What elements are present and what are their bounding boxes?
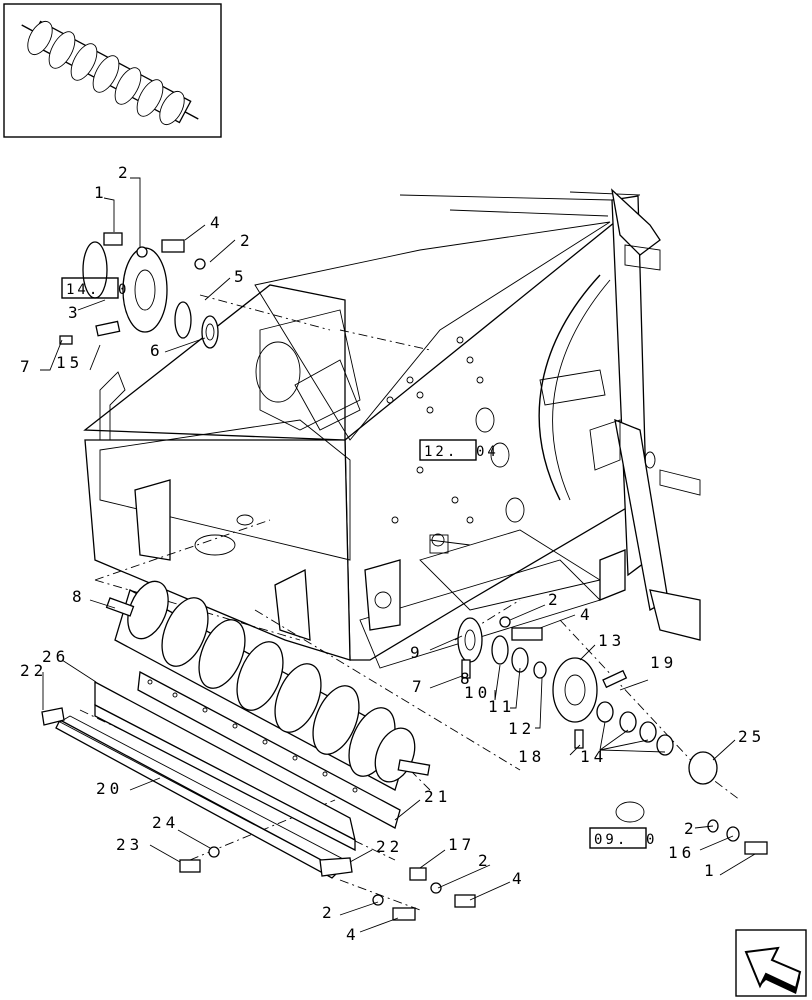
svg-text:0: 0 [646,832,657,848]
svg-text:0: 0 [118,282,129,298]
clip-plate-left [41,707,65,726]
callout-22: 22 [20,661,47,680]
cross-ref-09[interactable]: 09. 0 [589,827,657,849]
callout-2: 2 [548,590,562,609]
callout-1: 1 [704,861,718,880]
cross-ref-12[interactable]: 12. 04 [419,439,499,461]
svg-text:04: 04 [476,444,499,460]
bottom-bolts [179,846,476,921]
callout-15: 15 [56,353,83,372]
callout-8: 8 [72,587,86,606]
callout-22: 22 [376,837,403,856]
next-page-arrow-icon[interactable] [735,929,807,997]
callout-5: 5 [234,267,248,286]
callout-24: 24 [152,813,179,832]
callout-4: 4 [210,213,224,232]
baler-frame [83,188,701,669]
callout-10: 10 [464,683,491,702]
callout-21: 21 [424,787,451,806]
clip-plate-right [319,857,353,877]
callout-20: 20 [96,779,123,798]
callout-2: 2 [240,231,254,250]
top-left-bearing-assembly [59,232,219,349]
callout-19: 19 [650,653,677,672]
callout-4: 4 [580,605,594,624]
auger-part [105,580,431,791]
callout-13: 13 [598,631,625,650]
callout-7: 7 [20,357,34,376]
callout-3: 3 [68,303,82,322]
callout-labels: 1 2 4 2 5 3 6 7 15 8 26 22 9 2 4 13 7 8 … [20,163,765,944]
auger-inset-icon [3,3,222,138]
cross-ref-14[interactable]: 14. 0 [61,277,129,299]
svg-text:12.: 12. [424,444,458,460]
callout-25: 25 [738,727,765,746]
svg-text:14.: 14. [66,282,100,298]
callout-11: 11 [488,697,515,716]
callout-2: 2 [118,163,132,182]
callout-26: 26 [42,647,69,666]
callout-4: 4 [346,925,360,944]
svg-text:09.: 09. [594,832,628,848]
callout-2: 2 [684,819,698,838]
callout-8: 8 [460,669,474,688]
callout-2: 2 [322,903,336,922]
callout-14: 14 [580,747,607,766]
strip-plate [137,670,401,829]
callout-2: 2 [478,851,492,870]
callout-6: 6 [150,341,164,360]
callout-17: 17 [448,835,475,854]
callout-9: 9 [410,643,424,662]
drive-sprocket-assembly [457,616,674,756]
callout-23: 23 [116,835,143,854]
callout-18: 18 [518,747,545,766]
bearing-25 [688,751,718,785]
callout-7: 7 [412,677,426,696]
callout-1: 1 [94,183,108,202]
callout-16: 16 [668,843,695,862]
scraper-bar [94,680,356,852]
leader-lines [40,177,756,933]
callout-4: 4 [512,869,526,888]
callout-12: 12 [508,719,535,738]
